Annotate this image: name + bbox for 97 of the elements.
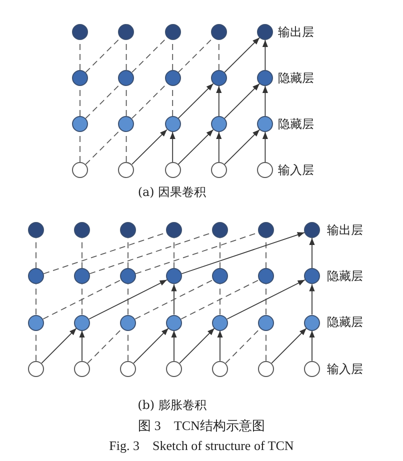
neuron-circle: [74, 268, 90, 284]
layer-label: 隐藏层: [278, 118, 314, 130]
connector-line: [180, 279, 260, 320]
arrow: [170, 132, 176, 162]
connector-line: [42, 279, 122, 320]
neuron-circle: [212, 268, 228, 284]
arrow: [262, 132, 268, 162]
arrow: [79, 330, 85, 362]
neuron-circle: [164, 162, 181, 178]
neuron-circle: [118, 162, 134, 178]
arrow: [179, 328, 215, 364]
neuron-circle: [28, 360, 44, 377]
neuron-circle: [166, 268, 182, 284]
connector-line: [85, 129, 122, 165]
arrow: [217, 330, 223, 362]
layer-label: 隐藏层: [327, 316, 363, 328]
neuron-circle: [304, 268, 320, 284]
neuron-circle: [118, 116, 134, 132]
neuron-circle: [210, 70, 227, 86]
neuron-circle: [74, 360, 90, 377]
neuron-circle: [210, 116, 227, 132]
neuron-circle: [257, 70, 274, 86]
neuron-circle: [72, 162, 88, 178]
neuron-circle: [212, 360, 228, 377]
neuron-circle: [72, 116, 88, 132]
neuron-circle: [258, 360, 274, 377]
arrow: [271, 328, 307, 364]
neuron-circle: [304, 314, 320, 331]
neuron-circle: [164, 70, 181, 86]
neuron-circle: [120, 268, 136, 284]
arrow: [224, 83, 260, 119]
arrow: [216, 132, 222, 162]
neuron-circle: [74, 314, 90, 331]
arrow: [226, 279, 306, 320]
neuron-circle: [258, 268, 274, 284]
figure-title: 图 3 TCN结构示意图: [137, 417, 266, 435]
arrow: [262, 86, 268, 116]
layer-label: 隐藏层: [327, 270, 363, 282]
arrow: [224, 37, 260, 73]
neuron-circle: [120, 314, 136, 331]
neuron-circle: [304, 360, 320, 377]
arrow: [41, 328, 77, 364]
arrow: [171, 284, 177, 316]
connector-line: [178, 37, 214, 73]
connector-line: [134, 279, 214, 320]
neuron-circle: [28, 268, 44, 284]
neuron-circle: [28, 222, 44, 238]
arrow: [88, 279, 168, 320]
arrow: [309, 330, 315, 362]
arrow: [133, 328, 169, 364]
neuron-circle: [258, 314, 274, 331]
neuron-circle: [166, 222, 182, 238]
arrow: [216, 86, 222, 116]
layer-label: 输出层: [278, 26, 314, 38]
layer-label: 输出层: [327, 224, 363, 236]
arrow: [309, 238, 315, 269]
arrow: [181, 232, 305, 274]
layer-label: 隐藏层: [278, 72, 314, 84]
panel-caption: (b) 膨胀卷积: [138, 399, 206, 411]
connector-line: [132, 37, 168, 73]
arrow: [132, 129, 168, 165]
layer-label: 输入层: [327, 363, 363, 375]
neuron-circle: [257, 116, 274, 132]
neuron-circle: [120, 222, 136, 238]
neuron-circle: [74, 222, 90, 238]
neuron-circle: [212, 314, 228, 331]
neuron-circle: [212, 222, 228, 238]
neuron-circle: [120, 360, 136, 377]
neuron-circle: [72, 70, 88, 86]
neuron-circle: [166, 360, 182, 377]
arrow: [178, 83, 214, 119]
neuron-circle: [258, 222, 274, 238]
neuron-circle: [257, 24, 274, 40]
connector-line: [85, 83, 122, 119]
connector-line: [85, 37, 122, 73]
neuron-circle: [164, 116, 181, 132]
neuron-circle: [164, 24, 181, 40]
connector-line: [87, 328, 123, 364]
neuron-circle: [257, 162, 274, 178]
neuron-circle: [118, 70, 134, 86]
connector-line: [132, 83, 168, 119]
layer-label: 输入层: [278, 164, 314, 176]
arrow: [171, 330, 177, 362]
arrow: [309, 284, 315, 316]
neuron-circle: [166, 314, 182, 331]
neuron-circle: [210, 24, 227, 40]
neuron-circle: [304, 222, 320, 238]
neuron-circle: [118, 24, 134, 40]
arrow: [224, 129, 260, 165]
neuron-circle: [210, 162, 227, 178]
panel-caption: (a) 因果卷积: [138, 186, 206, 198]
arrow: [262, 40, 268, 70]
neuron-circle: [72, 24, 88, 40]
connector-line: [225, 328, 261, 364]
arrow: [178, 129, 214, 165]
figure-caption: Fig. 3 Sketch of structure of TCN: [108, 437, 295, 455]
neuron-circle: [28, 314, 44, 331]
